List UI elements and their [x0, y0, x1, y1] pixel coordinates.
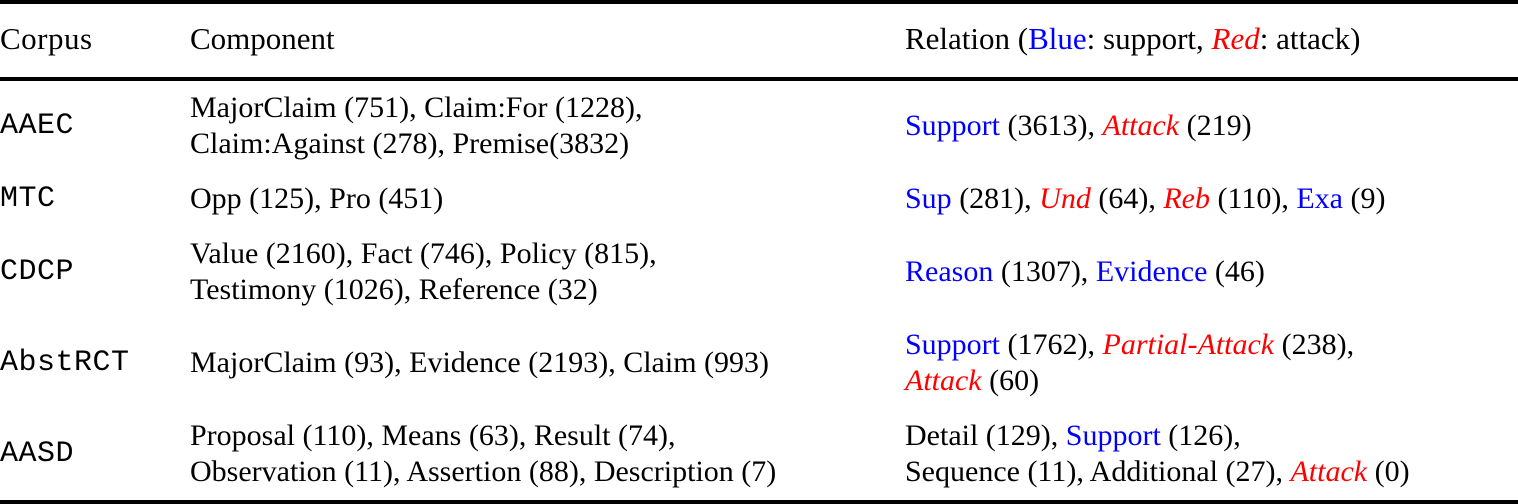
corpus-name: AASD [0, 437, 75, 472]
table-row: AbstRCT MajorClaim (93), Evidence (2193),… [0, 318, 1518, 409]
relation-segment-blue: Support [905, 327, 1001, 361]
relation-cell: Reason (1307), Evidence (46) [905, 227, 1518, 318]
relation-segment-plain: (219) [1179, 109, 1252, 143]
relation-segment-plain: (3613), [1000, 109, 1103, 143]
relation-segment-plain: Sequence (11), Additional (27), [905, 455, 1291, 489]
relation-cell: Support (1762), Partial-Attack (238),Att… [905, 318, 1518, 409]
relation-segment-red: Reb [1163, 181, 1210, 215]
relation-segment-plain: Detail (129), [905, 418, 1066, 452]
component-cell: Opp (125), Pro (451) [190, 172, 905, 227]
component-line: Claim:Against (278), Premise(3832) [190, 127, 630, 161]
relation-cell: Detail (129), Support (126),Sequence (11… [905, 409, 1518, 502]
relation-segment-red: Und [1039, 181, 1091, 215]
column-header-component: Component [190, 21, 335, 56]
relation-legend-suffix: : attack) [1259, 21, 1361, 56]
relation-segment-plain: (9) [1342, 181, 1386, 215]
component-line: Testimony (1026), Reference (32) [190, 273, 598, 307]
relation-segment-red: Partial-Attack [1102, 327, 1275, 361]
component-cell: MajorClaim (93), Evidence (2193), Claim … [190, 318, 905, 409]
component-cell: MajorClaim (751), Claim:For (1228),Claim… [190, 81, 905, 172]
relation-segment-blue: Support [1065, 418, 1161, 452]
relation-cell: Sup (281), Und (64), Reb (110), Exa (9) [905, 172, 1518, 227]
component-cell: Value (2160), Fact (746), Policy (815),T… [190, 227, 905, 318]
relation-segment-blue: Sup [905, 181, 952, 215]
component-line: MajorClaim (93), Evidence (2193), Claim … [190, 345, 770, 379]
component-line: Value (2160), Fact (746), Policy (815), [190, 236, 657, 270]
relation-segment-red: Attack [1290, 455, 1368, 489]
relation-line: Support (1762), Partial-Attack (238), [905, 327, 1518, 364]
relation-segment-red: Attack [905, 364, 982, 398]
table-header-row: Corpus Component Relation (Blue: support, … [0, 4, 1518, 79]
relation-segment-plain: (46) [1207, 254, 1265, 288]
relation-segment-red: Attack [1102, 109, 1180, 143]
table-row: AAEC MajorClaim (751), Claim:For (1228),C… [0, 81, 1518, 172]
relation-legend-blue-label: Blue [1028, 21, 1087, 56]
column-header-corpus: Corpus [0, 21, 93, 56]
table-row: MTC Opp (125), Pro (451) Sup (281), Und (6… [0, 172, 1518, 227]
relation-segment-plain: (1307), [993, 254, 1096, 288]
relation-segment-plain: (64), [1090, 181, 1164, 215]
component-line: Proposal (110), Means (63), Result (74), [190, 418, 676, 452]
relation-legend-mid: : support, [1086, 21, 1212, 56]
relation-cell: Support (3613), Attack (219) [905, 81, 1518, 172]
table-row: AASD Proposal (110), Means (63), Result (… [0, 409, 1518, 502]
corpus-name: MTC [0, 181, 56, 216]
table-row: CDCP Value (2160), Fact (746), Policy (81… [0, 227, 1518, 318]
relation-line: Attack (60) [905, 363, 1518, 400]
relation-segment-plain: (110), [1209, 181, 1297, 215]
relation-line: Reason (1307), Evidence (46) [905, 254, 1518, 291]
relation-segment-plain: (60) [981, 364, 1040, 398]
relation-segment-plain: (281), [951, 181, 1040, 215]
relation-segment-plain: (0) [1367, 455, 1410, 489]
relation-line: Sup (281), Und (64), Reb (110), Exa (9) [905, 181, 1518, 218]
relation-segment-blue: Exa [1296, 181, 1343, 215]
corpus-name: AbstRCT [0, 345, 130, 380]
relation-segment-blue: Support [905, 109, 1001, 143]
component-line: Opp (125), Pro (451) [190, 181, 444, 215]
component-line: MajorClaim (751), Claim:For (1228), [190, 90, 643, 124]
corpus-name: AAEC [0, 109, 75, 144]
relation-line: Sequence (11), Additional (27), Attack (… [905, 454, 1518, 491]
component-line: Observation (11), Assertion (88), Descri… [190, 455, 777, 489]
relation-legend-red-label: Red [1211, 21, 1260, 56]
column-header-relation: Relation (Blue: support, Red: attack) [905, 4, 1518, 79]
relation-segment-blue: Evidence [1095, 254, 1208, 288]
relation-segment-blue: Reason [905, 254, 994, 288]
relation-line: Detail (129), Support (126), [905, 418, 1518, 455]
relation-line: Support (3613), Attack (219) [905, 108, 1518, 145]
component-cell: Proposal (110), Means (63), Result (74),… [190, 409, 905, 502]
relation-segment-plain: (126), [1160, 418, 1241, 452]
relation-segment-plain: (1762), [1000, 327, 1103, 361]
relation-legend-prefix: Relation ( [905, 21, 1029, 56]
relation-segment-plain: (238), [1274, 327, 1355, 361]
corpus-name: CDCP [0, 254, 75, 289]
